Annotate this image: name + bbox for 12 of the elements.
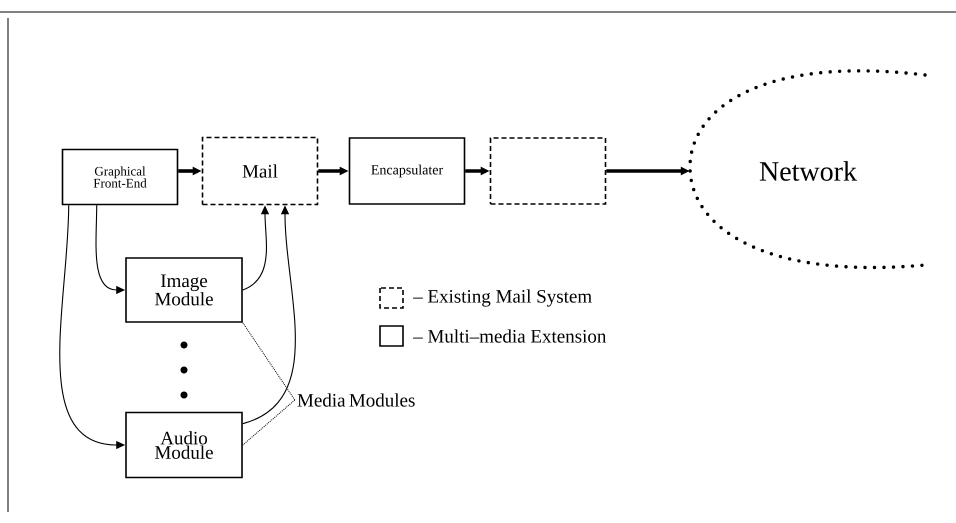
process-box: Audio Module — [125, 412, 243, 478]
legend-text: – Multi–media Extension — [413, 329, 606, 343]
process-box: Encapsulater — [348, 137, 466, 205]
network-cloud: Network — [688, 69, 927, 270]
process-box: Graphical Front-End — [62, 148, 178, 206]
process-box — [490, 137, 606, 205]
label-text: Media Modules — [298, 393, 415, 407]
leader-line — [242, 322, 296, 400]
process-box: Image Module — [125, 257, 243, 323]
legend-text: – Existing Mail System — [413, 289, 592, 307]
process-box: Mail — [202, 136, 318, 206]
leader-line — [242, 400, 296, 446]
